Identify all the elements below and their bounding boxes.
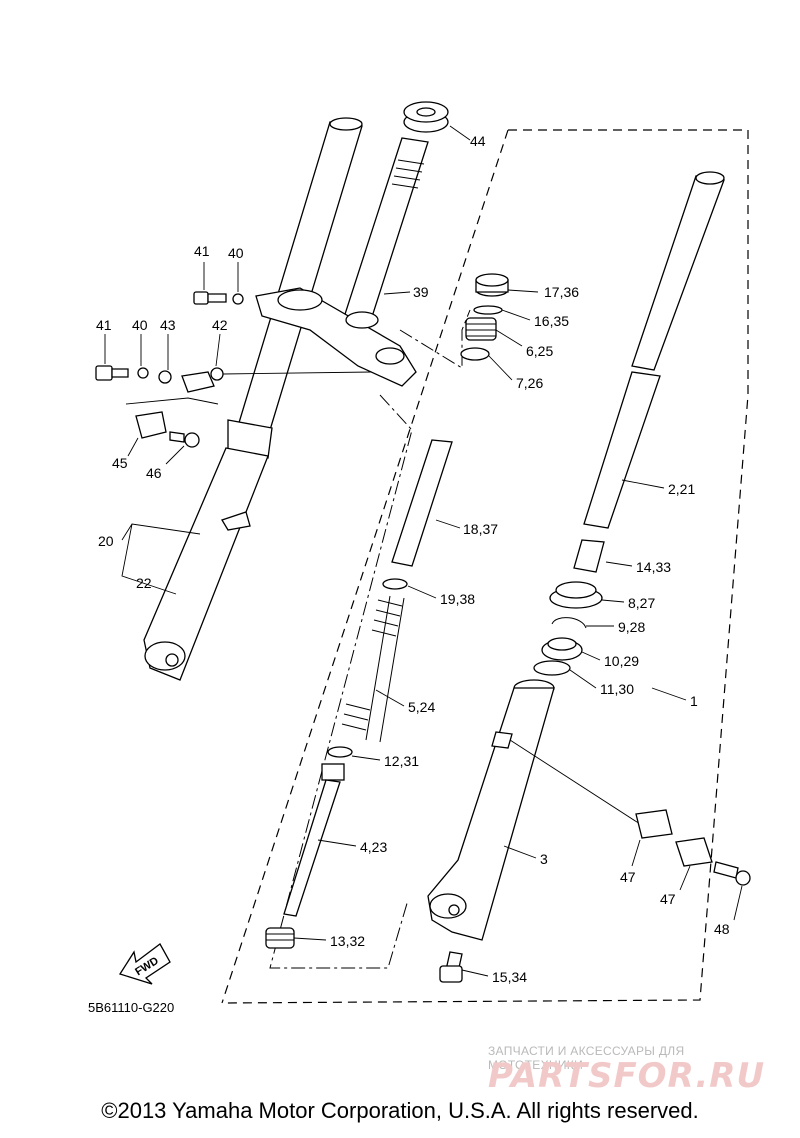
callout-45: 45 [112, 455, 128, 471]
callout-22: 22 [136, 575, 152, 591]
rebound-spring-13 [265, 927, 295, 949]
callout-16-35: 16,35 [534, 313, 569, 329]
inner-boundary [221, 129, 509, 1004]
washer-19 [382, 578, 408, 590]
callout-20: 20 [98, 533, 114, 549]
inner-tube-lower-2 [583, 371, 661, 529]
washer-12 [327, 746, 353, 758]
callout-41a: 41 [194, 243, 210, 259]
washer-43 [158, 370, 172, 384]
leader-lines [104, 125, 743, 977]
collar-18 [391, 439, 453, 567]
callout-9-28: 9,28 [618, 619, 645, 635]
clip-9 [551, 617, 587, 629]
callout-48: 48 [714, 921, 730, 937]
drain-bolt-15 [439, 951, 463, 983]
o-ring-16 [473, 305, 503, 315]
inner-tube-upper-2 [631, 171, 725, 371]
damper-rod-4 [283, 763, 345, 917]
callout-3: 3 [540, 851, 548, 867]
oil-seal-10 [541, 637, 583, 661]
watermark-tagline: ЗАПЧАСТИ И АКСЕССУАРЫ ДЛЯ МОТОТЕХНИКИ [488, 1044, 685, 1072]
washer-11 [533, 660, 571, 676]
cap-bolt-17 [475, 273, 509, 297]
copyright-notice: ©2013 Yamaha Motor Corporation, U.S.A. A… [101, 1098, 699, 1123]
bolt-41-upper [193, 291, 227, 305]
diagram-code: 5B61110-G220 [88, 1000, 174, 1015]
callout-12-31: 12,31 [384, 753, 419, 769]
watermark-logo: PARTSFOR.RU [488, 1056, 766, 1096]
callout-10-29: 10,29 [604, 653, 639, 669]
callout-19-38: 19,38 [440, 591, 475, 607]
left-outer-tube [143, 419, 273, 681]
o-ring-7 [460, 347, 490, 361]
callout-42: 42 [212, 317, 228, 333]
callout-7-26: 7,26 [516, 375, 543, 391]
oil-seal-holder-8 [549, 581, 603, 609]
callout-14-33: 14,33 [636, 559, 671, 575]
callout-6-25: 6,25 [526, 343, 553, 359]
bracket-42 [181, 367, 224, 393]
callout-40a: 40 [228, 245, 244, 261]
damper-group-outline [269, 309, 471, 969]
bearing [403, 101, 449, 133]
washer-40-lower [137, 367, 149, 379]
bushing-14 [573, 539, 605, 573]
callout-11-30: 11,30 [600, 681, 634, 697]
callout-17-36: 17,36 [544, 284, 579, 300]
spacer-6 [465, 317, 497, 341]
callout-8-27: 8,27 [628, 595, 655, 611]
washer-40-upper [232, 293, 244, 305]
left-inner-tube [237, 117, 363, 431]
clamp-47a [635, 809, 673, 839]
outer-tube-3 [427, 679, 555, 941]
lead-line-47 [509, 739, 641, 825]
bolt-48 [713, 861, 751, 886]
under-bracket [255, 287, 417, 387]
callout-4-23: 4,23 [360, 839, 387, 855]
fwd-arrow-icon: FWD [118, 943, 171, 985]
callout-1: 1 [690, 693, 698, 709]
callout-5-24: 5,24 [408, 699, 435, 715]
lead-line-42 [222, 371, 373, 375]
callout-47b: 47 [660, 891, 676, 907]
callout-40b: 40 [132, 317, 148, 333]
callout-46: 46 [146, 465, 162, 481]
lead-line-45 [125, 397, 219, 405]
callout-41b: 41 [96, 317, 112, 333]
clamp-47b [675, 837, 713, 867]
bolt-46 [169, 431, 200, 448]
callout-13-32: 13,32 [330, 933, 365, 949]
callout-43: 43 [160, 317, 176, 333]
callout-18-37: 18,37 [463, 521, 498, 537]
callout-15-34: 15,34 [492, 969, 527, 985]
callout-47a: 47 [620, 869, 636, 885]
clamp-45 [135, 411, 167, 439]
callout-44: 44 [470, 133, 486, 149]
callout-2-21: 2,21 [668, 481, 695, 497]
bolt-41-lower [95, 365, 129, 381]
callout-39: 39 [413, 284, 429, 300]
spring-5 [341, 595, 405, 743]
